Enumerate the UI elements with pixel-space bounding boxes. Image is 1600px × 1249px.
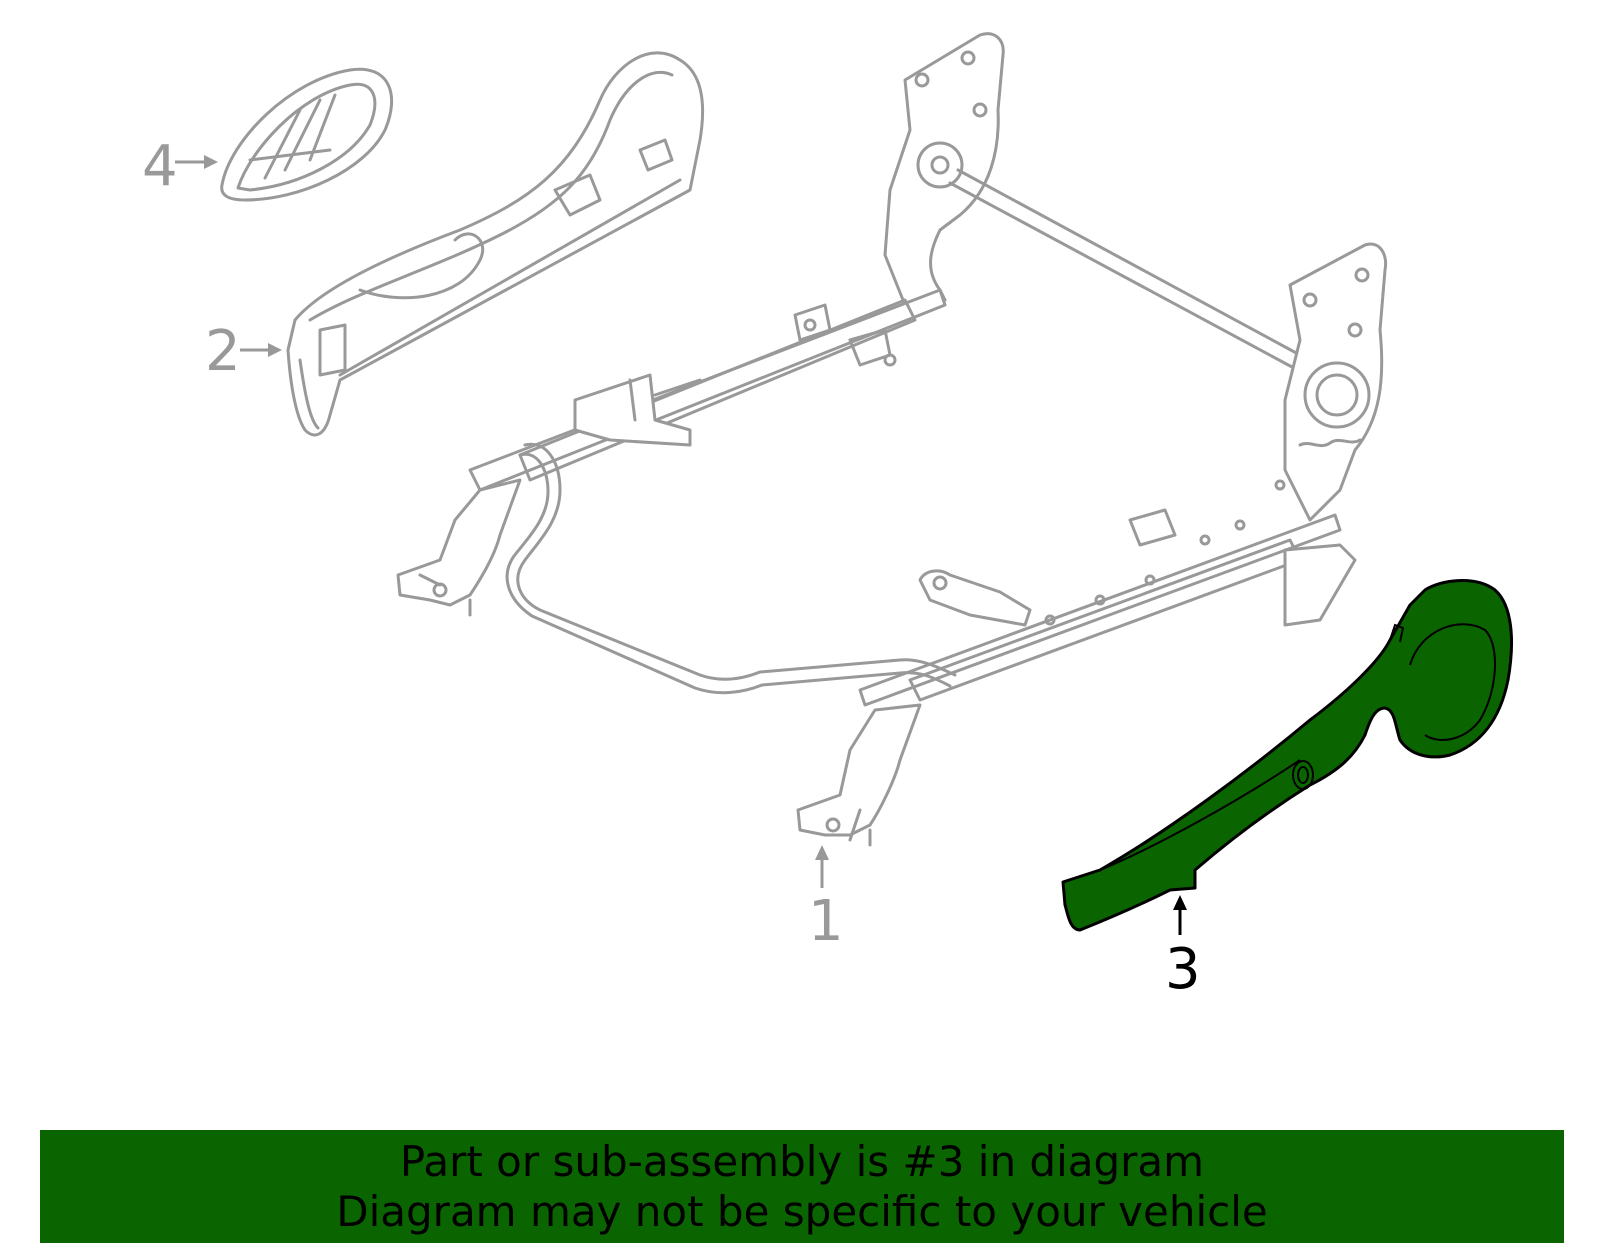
banner-line-1: Part or sub-assembly is #3 in diagram bbox=[399, 1136, 1205, 1186]
callout-2-label: 2 bbox=[205, 319, 241, 384]
part-1-seat-track-frame[interactable] bbox=[396, 32, 1388, 847]
callout-1-label: 1 bbox=[808, 889, 844, 954]
parts-diagram: 1 2 3 4 bbox=[142, 32, 1513, 1002]
part-2-outer-trim-panel[interactable] bbox=[286, 51, 705, 437]
callout-4: 4 bbox=[142, 134, 218, 199]
info-banner: Part or sub-assembly is #3 in diagram Di… bbox=[40, 1130, 1564, 1243]
banner-line-2: Diagram may not be specific to your vehi… bbox=[336, 1186, 1268, 1236]
callout-3-label: 3 bbox=[1165, 937, 1201, 1002]
callout-4-label: 4 bbox=[142, 134, 178, 199]
part-4-recliner-handle[interactable] bbox=[220, 67, 394, 202]
callout-1: 1 bbox=[808, 845, 844, 954]
callout-3: 3 bbox=[1165, 895, 1201, 1002]
part-3-side-shield-cover[interactable] bbox=[1061, 579, 1513, 932]
callout-2: 2 bbox=[205, 319, 282, 384]
